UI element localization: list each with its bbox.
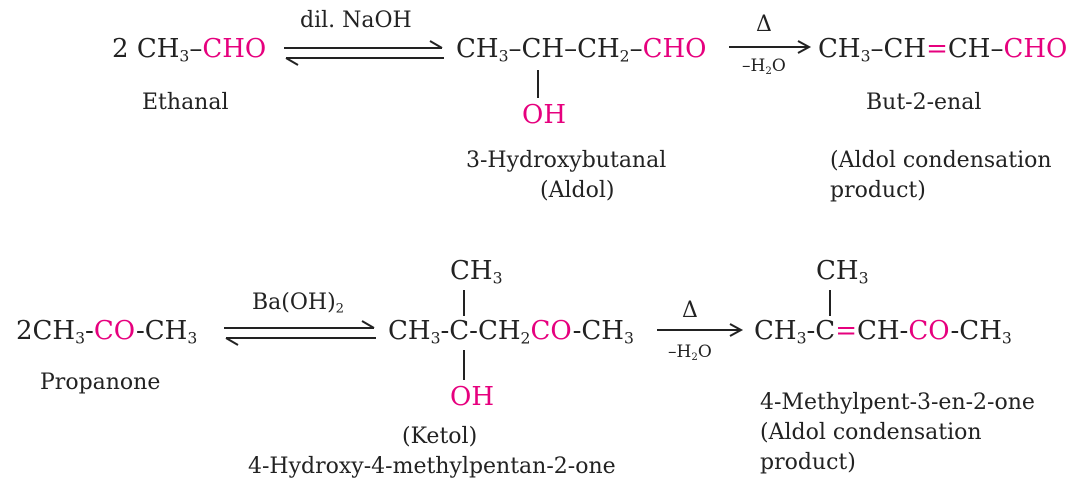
butenal-note-line1: (Aldol condensation — [830, 148, 1052, 173]
butenal-note-line2: product) — [830, 178, 926, 203]
forward-arrow-1 — [729, 40, 812, 54]
aldol-oh-group: OH — [522, 100, 566, 130]
ketol-top-methyl: CH3 — [450, 256, 503, 288]
ethanal-name: Ethanal — [142, 90, 229, 115]
heat-symbol-1: Δ — [756, 12, 772, 37]
water-loss-2: –H2O — [668, 342, 712, 363]
aldol-oh-bond — [537, 70, 539, 98]
ketol-note: (Ketol) — [402, 424, 478, 449]
butenal-formula: CH3–CH=CH–CHO — [818, 34, 1068, 66]
aldol-name: 3-Hydroxybutanal — [466, 148, 667, 173]
product2-top-bond — [829, 290, 831, 316]
water-loss-1: –H2O — [742, 56, 786, 77]
ketol-oh-bond — [463, 350, 465, 380]
ketol-formula: CH3-C-CH2CO-CH3 — [388, 316, 634, 348]
product2-note-line2: product) — [760, 450, 856, 475]
butenal-name: But-2-enal — [866, 90, 982, 115]
reagent-baoh2: Ba(OH)2 — [252, 290, 345, 317]
product2-top-methyl: CH3 — [816, 256, 869, 288]
forward-arrow-2 — [657, 323, 744, 337]
ketol-top-bond — [463, 290, 465, 316]
equilibrium-arrow-1 — [284, 40, 444, 66]
ethanal-formula: 2 CH3–CHO — [112, 34, 267, 66]
heat-symbol-2: Δ — [682, 298, 698, 323]
product2-formula: CH3-C=CH-CO-CH3 — [754, 316, 1012, 348]
aldol-formula: CH3–CH–CH2–CHO — [456, 34, 707, 66]
equilibrium-arrow-2 — [224, 320, 376, 346]
product2-note-line1: (Aldol condensation — [760, 420, 982, 445]
propanone-formula: 2CH3-CO-CH3 — [16, 316, 198, 348]
ketol-oh-group: OH — [450, 382, 494, 412]
product2-name: 4-Methylpent-3-en-2-one — [760, 390, 1035, 415]
ketol-name: 4-Hydroxy-4-methylpentan-2-one — [248, 454, 616, 479]
aldol-note: (Aldol) — [540, 178, 615, 203]
propanone-name: Propanone — [40, 370, 161, 395]
reagent-dil-naoh: dil. NaOH — [300, 8, 412, 33]
